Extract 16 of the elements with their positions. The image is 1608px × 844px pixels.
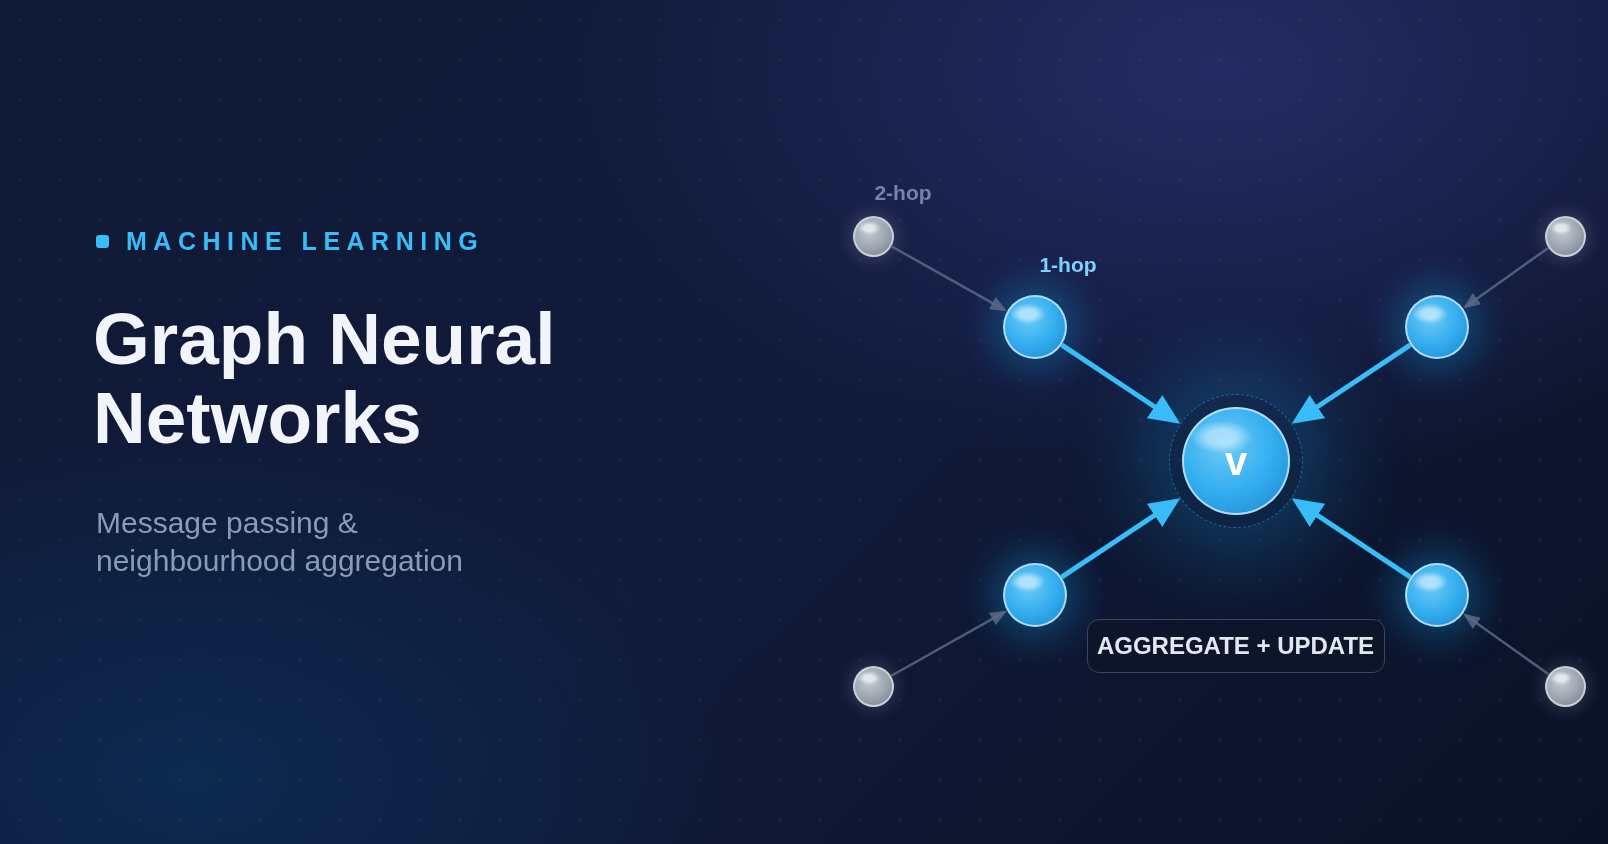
arrow <box>1463 613 1550 676</box>
arrow <box>1291 342 1412 424</box>
arrow <box>890 244 1008 312</box>
label-panel <box>1086 619 1385 673</box>
node-label: v <box>1224 439 1248 483</box>
arrow <box>1060 342 1181 424</box>
arrow <box>890 610 1008 678</box>
subtitle: Message passing & neighbourhood aggregation <box>96 505 464 579</box>
hop-label: 2-hop <box>874 180 932 206</box>
operation-label: AGGREGATE + UPDATE <box>1096 632 1375 660</box>
arrow <box>1060 498 1181 580</box>
title: Graph Neural Networks <box>93 299 557 457</box>
hop-label: 1-hop <box>1039 252 1097 278</box>
arrow <box>1463 246 1550 309</box>
arrow <box>1291 498 1412 580</box>
category-label: MACHINE LEARNING <box>126 229 485 254</box>
